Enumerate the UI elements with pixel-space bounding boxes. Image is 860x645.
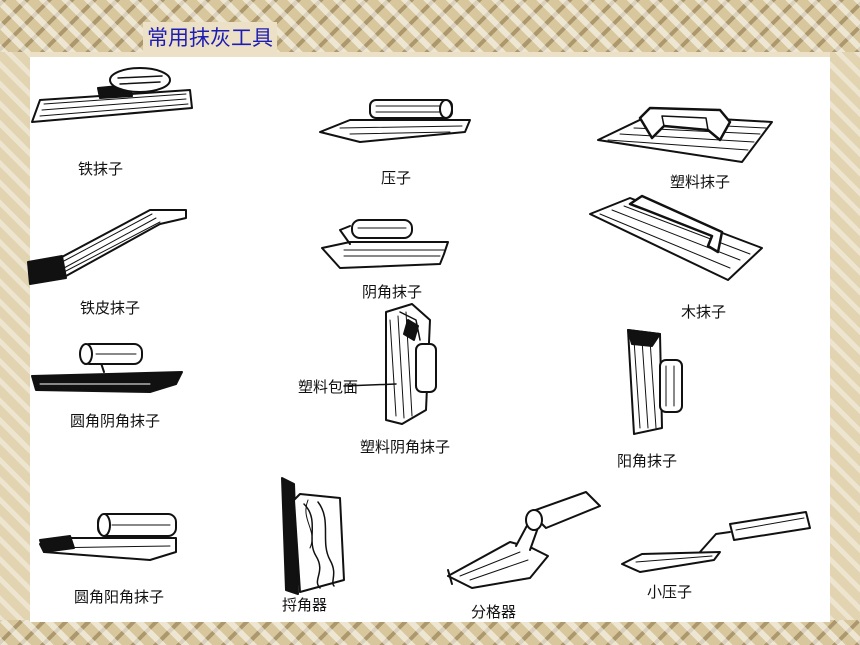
press-trowel-drawing [319, 99, 471, 143]
label-wooden-trowel: 木抹子 [681, 303, 727, 321]
label-press-trowel: 压子 [381, 169, 412, 187]
label-grid-divider: 分格器 [471, 603, 517, 621]
label-outside-corner-trowel: 阳角抹子 [617, 452, 678, 470]
small-press-trowel-drawing [621, 511, 811, 573]
plastic-trowel-drawing [597, 106, 773, 163]
decorative-border-right [830, 52, 860, 622]
label-plastic-cover: 塑料包面 [298, 378, 359, 396]
outside-corner-trowel-drawing [627, 329, 683, 435]
decorative-border-bottom [0, 620, 860, 645]
plastic-inside-corner-trowel-drawing [343, 303, 437, 425]
corner-smoother-drawing [281, 477, 345, 595]
label-small-press-trowel: 小压子 [647, 583, 693, 601]
label-round-inside-corner-trowel: 圆角阴角抹子 [70, 412, 161, 430]
label-inside-corner-trowel: 阴角抹子 [362, 283, 423, 301]
round-inside-corner-trowel-drawing [31, 343, 183, 393]
page-title: 常用抹灰工具 [143, 22, 277, 52]
label-sheet-iron-trowel: 铁皮抹子 [80, 299, 141, 317]
label-corner-smoother: 捋角器 [282, 596, 328, 614]
label-plastic-trowel: 塑料抹子 [670, 173, 731, 191]
wooden-trowel-drawing [589, 194, 763, 281]
iron-trowel-drawing [31, 67, 193, 123]
round-outside-corner-trowel-drawing [39, 513, 177, 561]
inside-corner-trowel-drawing [321, 219, 449, 269]
decorative-border-left [0, 52, 30, 622]
label-plastic-inside-corner-trowel: 塑料阴角抹子 [360, 438, 451, 456]
grid-divider-drawing [447, 491, 601, 589]
sheet-iron-trowel-drawing [27, 209, 187, 285]
label-round-outside-corner-trowel: 圆角阳角抹子 [74, 588, 165, 606]
label-iron-trowel: 铁抹子 [78, 160, 124, 178]
